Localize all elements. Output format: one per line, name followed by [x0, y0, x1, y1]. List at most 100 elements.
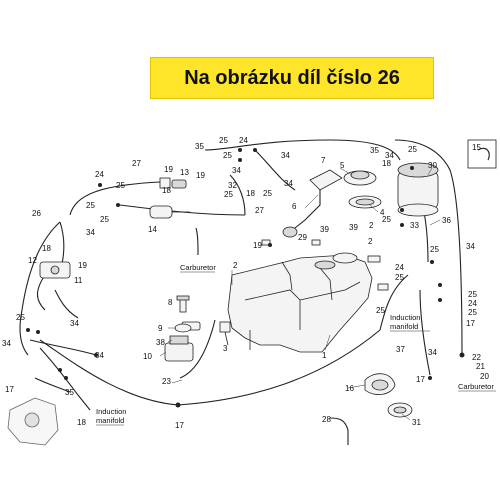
label-part-25-k: 25	[395, 273, 404, 282]
hose-17-bottom	[39, 339, 179, 406]
note-induction-center-2: manifold	[390, 322, 418, 331]
label-part-6: 6	[292, 202, 297, 211]
note-induction-left-1: Induction	[96, 407, 126, 416]
hose-lower-left	[39, 347, 79, 396]
hose-35-branch	[254, 149, 296, 191]
label-part-25-h: 25	[408, 145, 417, 154]
notes: Carburetor Carburetor Induction manifold…	[96, 263, 496, 426]
label-part-5: 5	[340, 161, 345, 170]
pump-10-38	[164, 321, 201, 362]
label-part-34-i: 34	[70, 319, 79, 328]
label-part-25-n: 25	[376, 306, 385, 315]
label-part-24-c: 24	[395, 263, 404, 272]
label-part-25-b: 25	[86, 201, 95, 210]
label-part-35-b: 35	[370, 146, 379, 155]
label-part-17-d: 17	[466, 319, 475, 328]
canister	[397, 162, 439, 217]
hose-28	[329, 417, 349, 445]
engine-sketch	[7, 397, 59, 446]
part-number-banner: Na obrázku díl číslo 26	[150, 57, 434, 99]
note-carburetor-left: Carburetor	[180, 263, 216, 272]
fuel-cap	[343, 170, 382, 209]
label-part-34-d: 34	[385, 151, 394, 160]
fuel-filter-14	[149, 205, 190, 219]
label-part-12: 12	[28, 256, 37, 265]
label-part-21: 21	[476, 362, 485, 371]
label-part-13: 13	[180, 168, 189, 177]
part-labels: 1 2 2 2 3 4 5 6 7 8 9 10 11 12 13 14 15 …	[2, 136, 489, 430]
label-part-35-c: 35	[65, 388, 74, 397]
label-part-19-a: 19	[164, 165, 173, 174]
label-part-27-a: 27	[132, 159, 141, 168]
hose-25-right	[379, 274, 409, 331]
hose-34-left	[29, 339, 97, 356]
label-part-23: 23	[162, 377, 171, 386]
label-part-31: 31	[412, 418, 421, 427]
label-part-7: 7	[321, 156, 326, 165]
label-part-25-c: 25	[100, 215, 109, 224]
note-induction-left-2: manifold	[96, 416, 124, 425]
label-part-18-d: 18	[382, 159, 391, 168]
label-part-25-l: 25	[468, 290, 477, 299]
label-part-17-a: 17	[5, 385, 14, 394]
hose-27-top	[69, 181, 161, 216]
note-induction-center-1: Induction	[390, 313, 420, 322]
label-part-36: 36	[442, 216, 451, 225]
hose-11	[36, 274, 46, 311]
fuel-tank	[227, 252, 373, 353]
label-part-18-c: 18	[246, 189, 255, 198]
bracket-3	[219, 321, 231, 346]
label-part-25-d: 25	[219, 136, 228, 145]
label-part-38: 38	[156, 338, 165, 347]
label-part-4: 4	[380, 208, 385, 217]
valve-13	[159, 177, 187, 189]
bolt-8	[176, 295, 190, 313]
label-part-34-j: 34	[428, 348, 437, 357]
label-part-25-g: 25	[263, 189, 272, 198]
label-part-33: 33	[410, 221, 419, 230]
hose-27-mid	[119, 204, 246, 216]
label-part-34-h: 34	[95, 351, 104, 360]
label-part-2-b: 2	[369, 221, 374, 230]
label-part-39-a: 39	[320, 225, 329, 234]
label-part-34-b: 34	[232, 166, 241, 175]
hose-34-lower-right	[419, 289, 431, 376]
label-part-24-d: 24	[468, 299, 477, 308]
label-part-27-b: 27	[255, 206, 264, 215]
label-part-25-o: 25	[16, 313, 25, 322]
label-part-28: 28	[322, 415, 331, 424]
label-part-29: 29	[298, 233, 307, 242]
label-part-19-b: 19	[196, 171, 205, 180]
label-part-3: 3	[223, 344, 228, 353]
label-part-8: 8	[168, 298, 173, 307]
hose-35-top	[204, 139, 401, 161]
hose-26	[19, 221, 61, 356]
label-part-19-c: 19	[78, 261, 87, 270]
label-part-17-b: 17	[175, 421, 184, 430]
fuel-level-sensor	[282, 169, 343, 238]
hose-17-left	[34, 377, 71, 393]
label-part-2-c: 2	[368, 237, 373, 246]
label-part-34-f: 34	[86, 228, 95, 237]
valve-31	[387, 402, 413, 418]
hose-induction-left	[77, 394, 91, 411]
label-part-25-i: 25	[382, 215, 391, 224]
label-part-34-e: 34	[466, 242, 475, 251]
hose-bottom-right	[177, 329, 381, 406]
label-part-9: 9	[158, 324, 163, 333]
label-part-32: 32	[228, 181, 237, 190]
label-part-34-c: 34	[284, 179, 293, 188]
label-part-22: 22	[472, 353, 481, 362]
label-part-18-e: 18	[77, 418, 86, 427]
label-part-30: 30	[428, 161, 437, 170]
hose-23	[179, 319, 216, 379]
note-carburetor-right: Carburetor	[458, 382, 494, 391]
label-part-17-c: 17	[416, 375, 425, 384]
leader-lines	[159, 167, 441, 421]
spring-clips	[261, 239, 389, 291]
label-part-24-b: 24	[239, 136, 248, 145]
label-part-25-f: 25	[224, 190, 233, 199]
hose-27-drop	[229, 174, 246, 216]
label-part-37: 37	[396, 345, 405, 354]
